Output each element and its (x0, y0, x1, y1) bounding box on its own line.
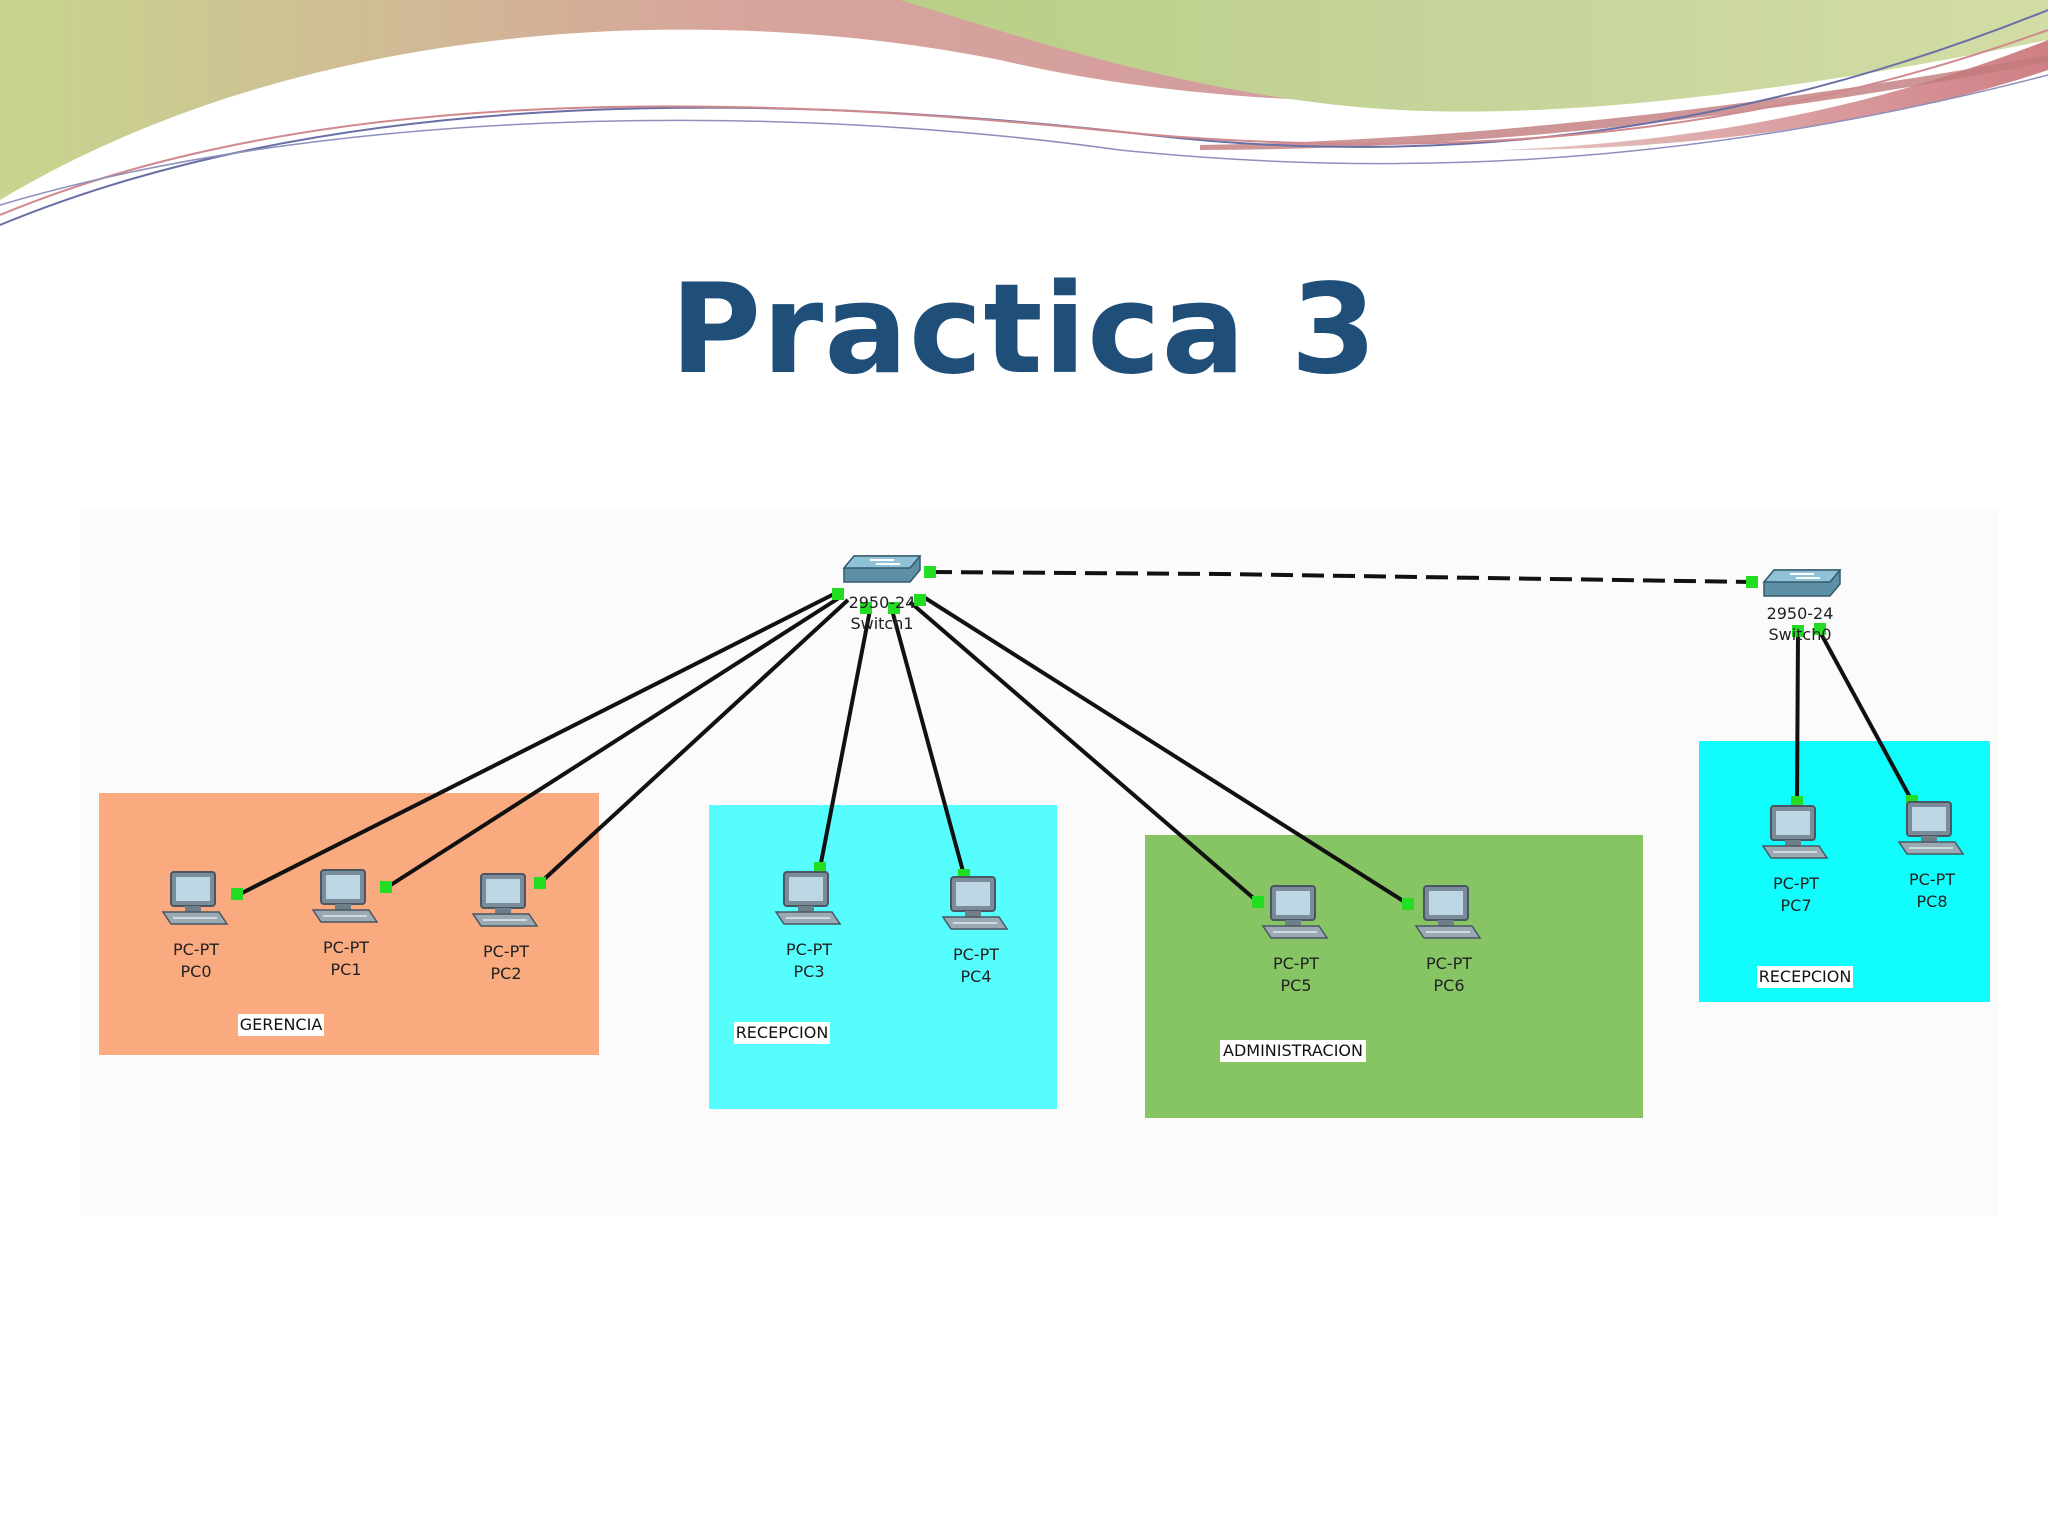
link-switch1-switch0-dashed (929, 570, 1753, 584)
switch-icon (1763, 569, 1841, 597)
pc-type: PC-PT (786, 940, 832, 959)
links (237, 570, 1914, 906)
switch-model: 2950-24 (849, 593, 916, 612)
switch-name: Switch1 (850, 614, 913, 633)
link-switch1-pc4 (890, 609, 966, 876)
link-switch1-pc3 (818, 609, 872, 869)
pc-pc3[interactable]: PC-PT PC3 (775, 871, 841, 981)
zone-recepcion: RECEPCION (709, 805, 1057, 1109)
pc-name: PC8 (1917, 892, 1948, 911)
network-diagram: GERENCIA RECEPCION ADMINISTRACION RECEPC… (80, 510, 1998, 1215)
switch-switch1[interactable]: 2950-24 Switch1 (843, 555, 921, 633)
pc-pc5[interactable]: PC-PT PC5 (1262, 885, 1328, 995)
zone-label-recepcion-2: RECEPCION (1759, 967, 1852, 986)
link-switch1-pc2 (538, 598, 850, 885)
pc-type: PC-PT (1909, 870, 1955, 889)
pc-pc4[interactable]: PC-PT PC4 (942, 876, 1008, 986)
zone-label-gerencia: GERENCIA (240, 1015, 323, 1034)
zone-label-recepcion: RECEPCION (736, 1023, 829, 1042)
pc-name: PC7 (1781, 896, 1812, 915)
pc-name: PC1 (331, 960, 362, 979)
pc-pc7[interactable]: PC-PT PC7 (1762, 805, 1828, 915)
pc-type: PC-PT (323, 938, 369, 957)
pc-pc2[interactable]: PC-PT PC2 (472, 873, 538, 983)
pc-type: PC-PT (1773, 874, 1819, 893)
link-switch1-pc0 (237, 590, 839, 897)
switch-switch0[interactable]: 2950-24 Switch0 (1763, 569, 1841, 644)
link-switch1-pc6 (920, 594, 1410, 906)
decorative-header-waves (0, 0, 2048, 226)
pc-type: PC-PT (1273, 954, 1319, 973)
pc-name: PC6 (1434, 976, 1465, 995)
pc-type: PC-PT (953, 945, 999, 964)
zone-recepcion-2: RECEPCION (1699, 741, 1990, 1002)
pc-name: PC5 (1281, 976, 1312, 995)
pc-name: PC4 (961, 967, 992, 986)
switch-name: Switch0 (1768, 625, 1831, 644)
link-switch0-pc7 (1795, 631, 1800, 803)
slide-title: Practica 3 (670, 258, 1378, 402)
link-switch0-pc8 (1817, 629, 1914, 802)
pc-pc6[interactable]: PC-PT PC6 (1415, 885, 1481, 995)
pc-pc8[interactable]: PC-PT PC8 (1898, 801, 1964, 911)
pc-type: PC-PT (173, 940, 219, 959)
zone-label-administracion: ADMINISTRACION (1223, 1041, 1363, 1060)
pc-pc1[interactable]: PC-PT PC1 (312, 869, 378, 979)
pc-name: PC3 (794, 962, 825, 981)
link-switch1-pc1 (384, 594, 844, 890)
link-switch1-pc5 (908, 600, 1260, 904)
pc-name: PC2 (491, 964, 522, 983)
pc-type: PC-PT (483, 942, 529, 961)
switch-icon (843, 555, 921, 583)
pc-pc0[interactable]: PC-PT PC0 (162, 871, 228, 981)
switch-model: 2950-24 (1767, 604, 1834, 623)
pc-name: PC0 (181, 962, 212, 981)
zone-administracion: ADMINISTRACION (1145, 835, 1643, 1118)
pc-type: PC-PT (1426, 954, 1472, 973)
